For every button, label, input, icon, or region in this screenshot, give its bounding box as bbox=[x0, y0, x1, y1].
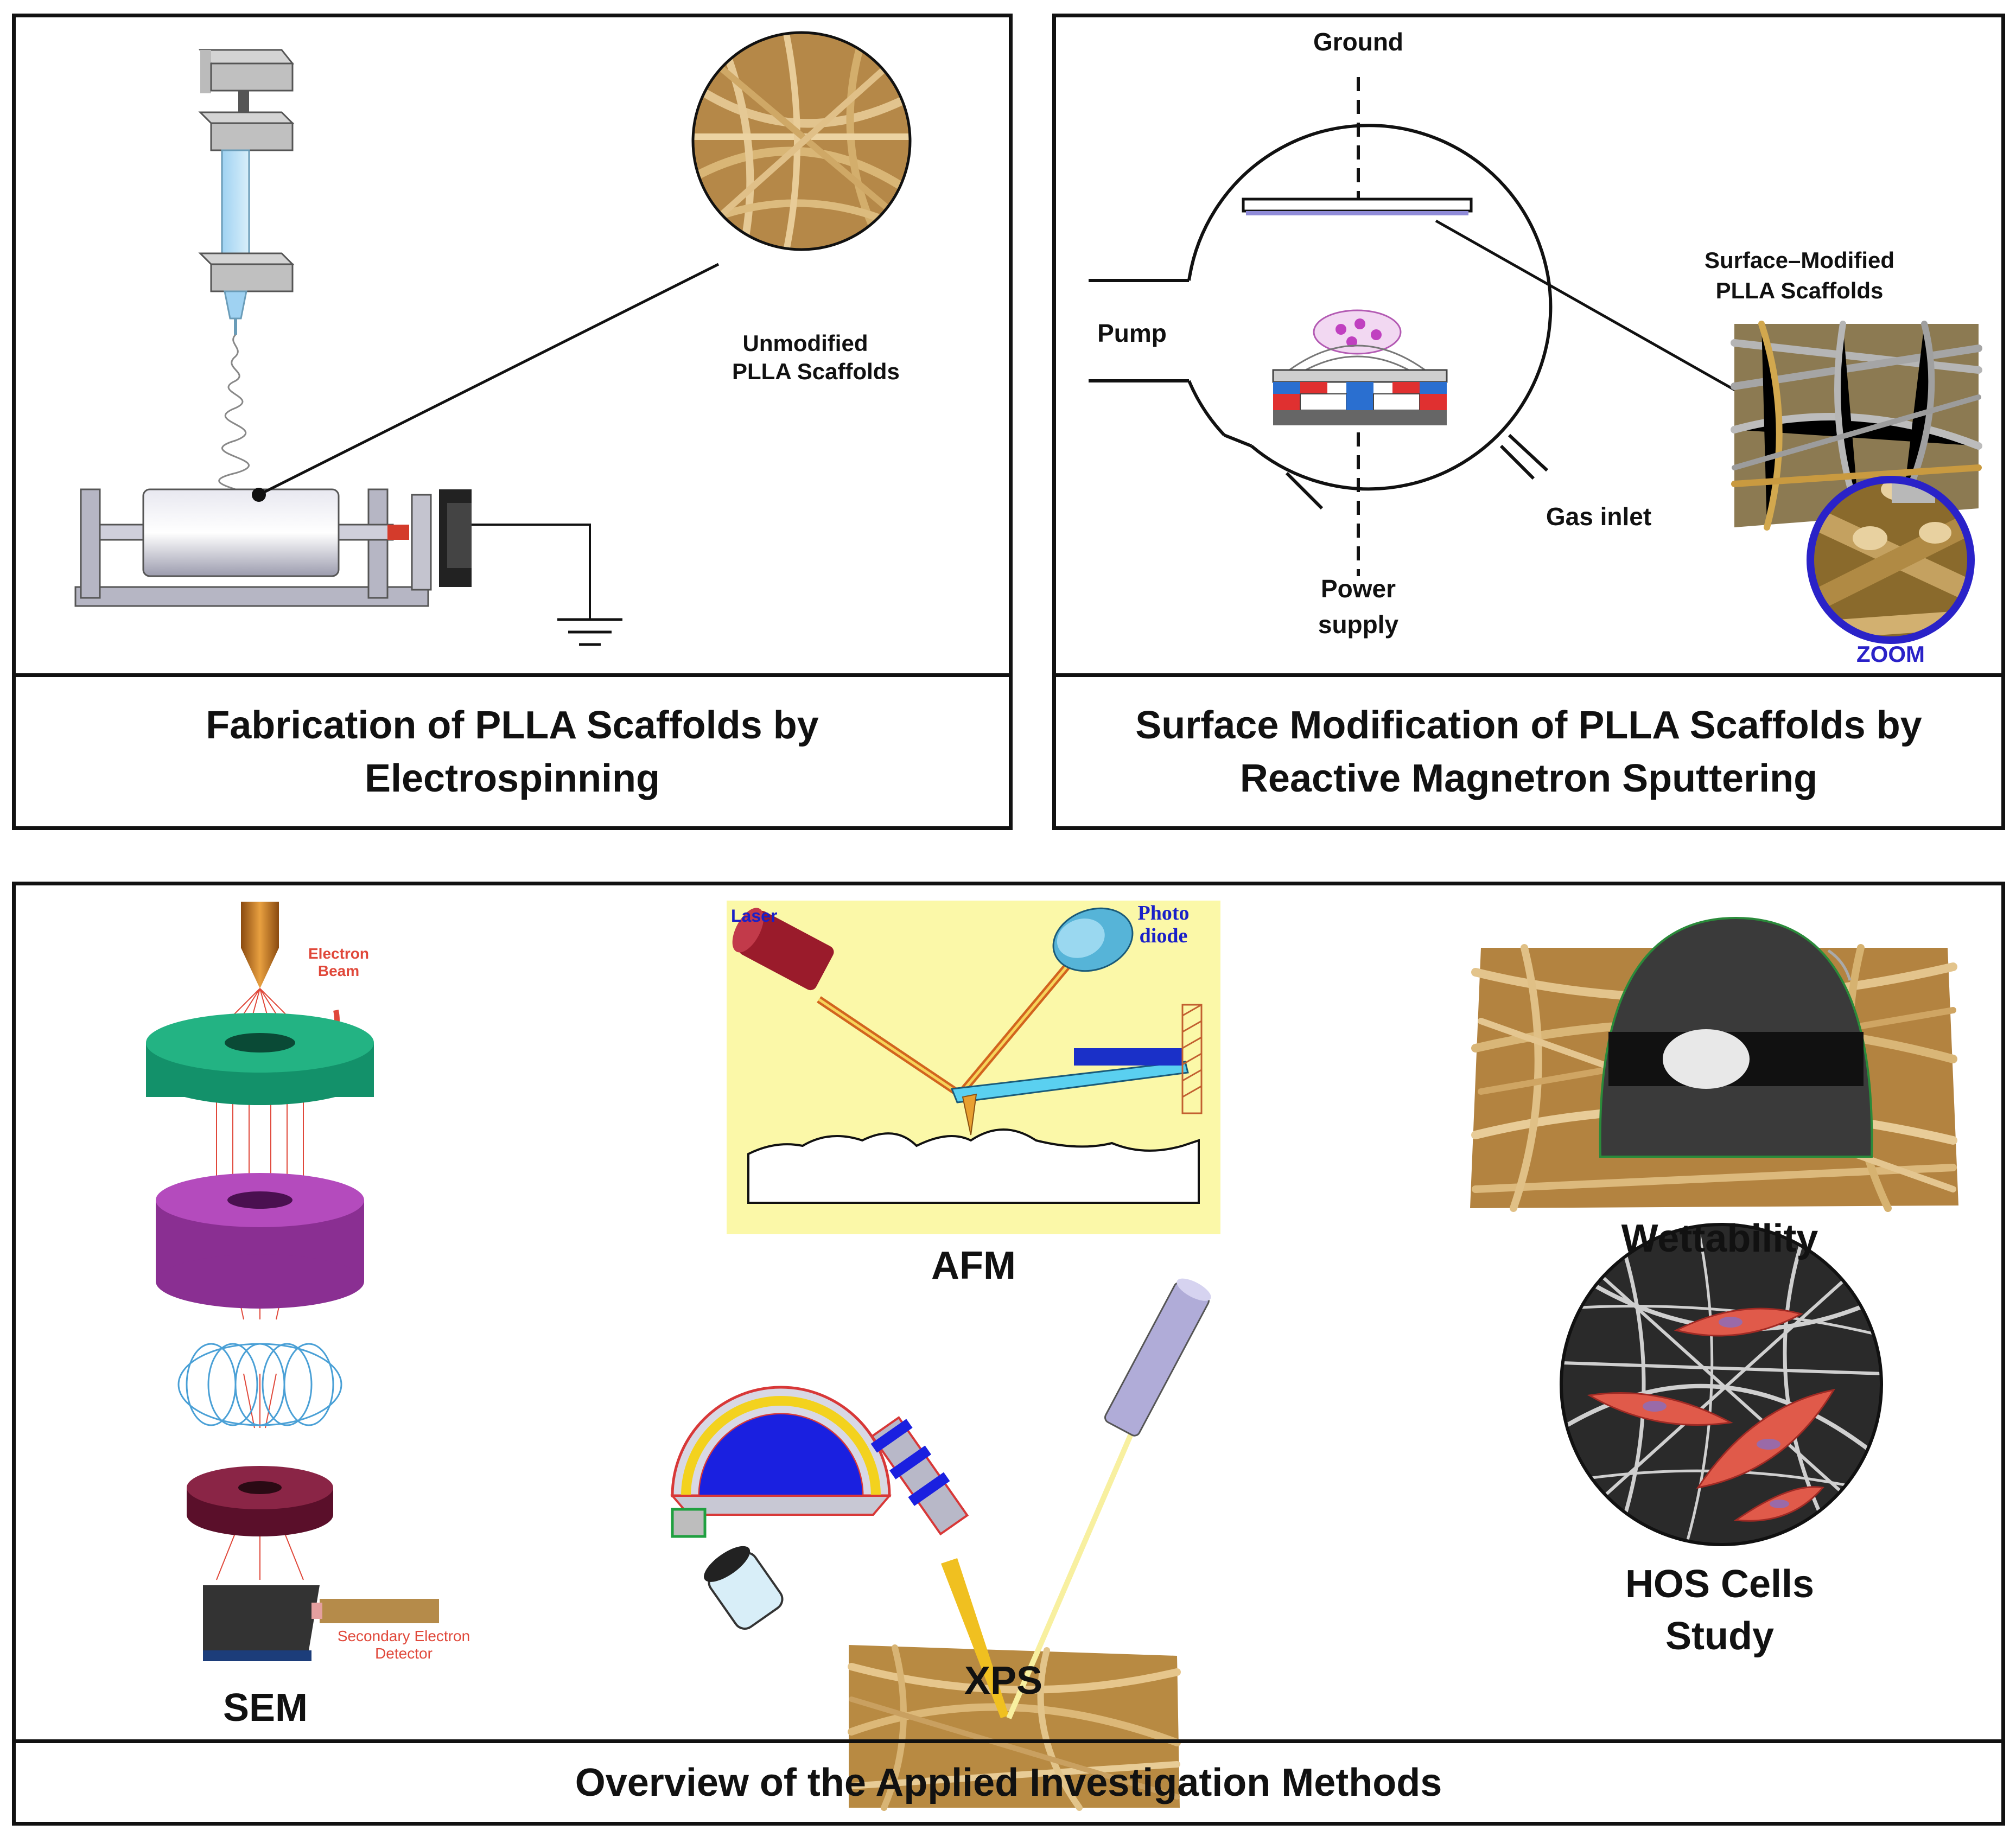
hos-cells-label: HOS Cells Study bbox=[1625, 1562, 1815, 1658]
sem-label: SEM bbox=[222, 1686, 308, 1730]
unmodified-scaffold-zoom bbox=[691, 31, 912, 251]
electrospinning-caption: Fabrication of PLLA Scaffolds by Electro… bbox=[16, 673, 1009, 826]
leader-dot bbox=[252, 488, 266, 502]
syringe-pump bbox=[198, 49, 295, 335]
surface-modified-scaffold bbox=[1731, 321, 1982, 531]
deposited-film bbox=[1246, 211, 1468, 215]
rotating-drum-collector bbox=[74, 488, 472, 607]
sem-instrument bbox=[146, 902, 439, 1661]
vacuum-chamber bbox=[1089, 124, 1553, 491]
methods-diagram bbox=[146, 901, 1958, 1811]
substrate-holder bbox=[1242, 197, 1473, 213]
zoom-circle bbox=[1807, 476, 1975, 644]
pump-label: Pump bbox=[1097, 319, 1167, 347]
magnetron-target bbox=[1272, 309, 1448, 425]
ground-wire bbox=[472, 524, 591, 620]
zoom-label: ZOOM bbox=[1856, 641, 1925, 667]
xps-diagram bbox=[670, 1278, 1211, 1811]
laser-label: Laser bbox=[731, 906, 778, 926]
afm-label: AFM bbox=[931, 1244, 1016, 1287]
ground-label: Ground bbox=[1313, 28, 1404, 56]
hos-cells-diagram bbox=[1560, 1223, 1883, 1546]
sputtering-diagram bbox=[1089, 77, 1982, 644]
gas-inlet-pipe bbox=[1499, 433, 1549, 480]
afm-diagram bbox=[727, 901, 1220, 1234]
sputtering-caption: Surface Modification of PLLA Scaffolds b… bbox=[1056, 673, 2001, 826]
electron-beam-label: Electron Beam bbox=[308, 945, 370, 979]
modified-scaffold-label: Surface–Modified PLLA Scaffolds bbox=[1704, 247, 1895, 303]
power-supply-label: Power supply bbox=[1318, 575, 1399, 639]
secondary-electron-detector-label: Secondary Electron Detector bbox=[337, 1628, 470, 1662]
electrospinning-panel: Unmodified PLLA Scaffolds Fabrication of… bbox=[12, 14, 1013, 830]
unmodified-scaffold-label: Unmodified PLLA Scaffolds bbox=[732, 330, 900, 384]
wettability-diagram bbox=[1470, 916, 1958, 1212]
sputtering-panel: Ground Pump Gas inlet Power supply Surfa… bbox=[1052, 14, 2005, 830]
leader-line bbox=[258, 263, 720, 496]
wettability-label: Wettability bbox=[1621, 1217, 1818, 1260]
electrospinning-diagram bbox=[74, 31, 912, 646]
photodiode-label: Photo diode bbox=[1137, 902, 1190, 947]
ground-symbol bbox=[557, 618, 622, 646]
gas-inlet-label: Gas inlet bbox=[1546, 502, 1652, 531]
methods-panel: Electron Beam Secondary Electron Detecto… bbox=[12, 882, 2005, 1826]
methods-caption: Overview of the Applied Investigation Me… bbox=[16, 1739, 2001, 1822]
xps-label: XPS bbox=[964, 1659, 1043, 1702]
